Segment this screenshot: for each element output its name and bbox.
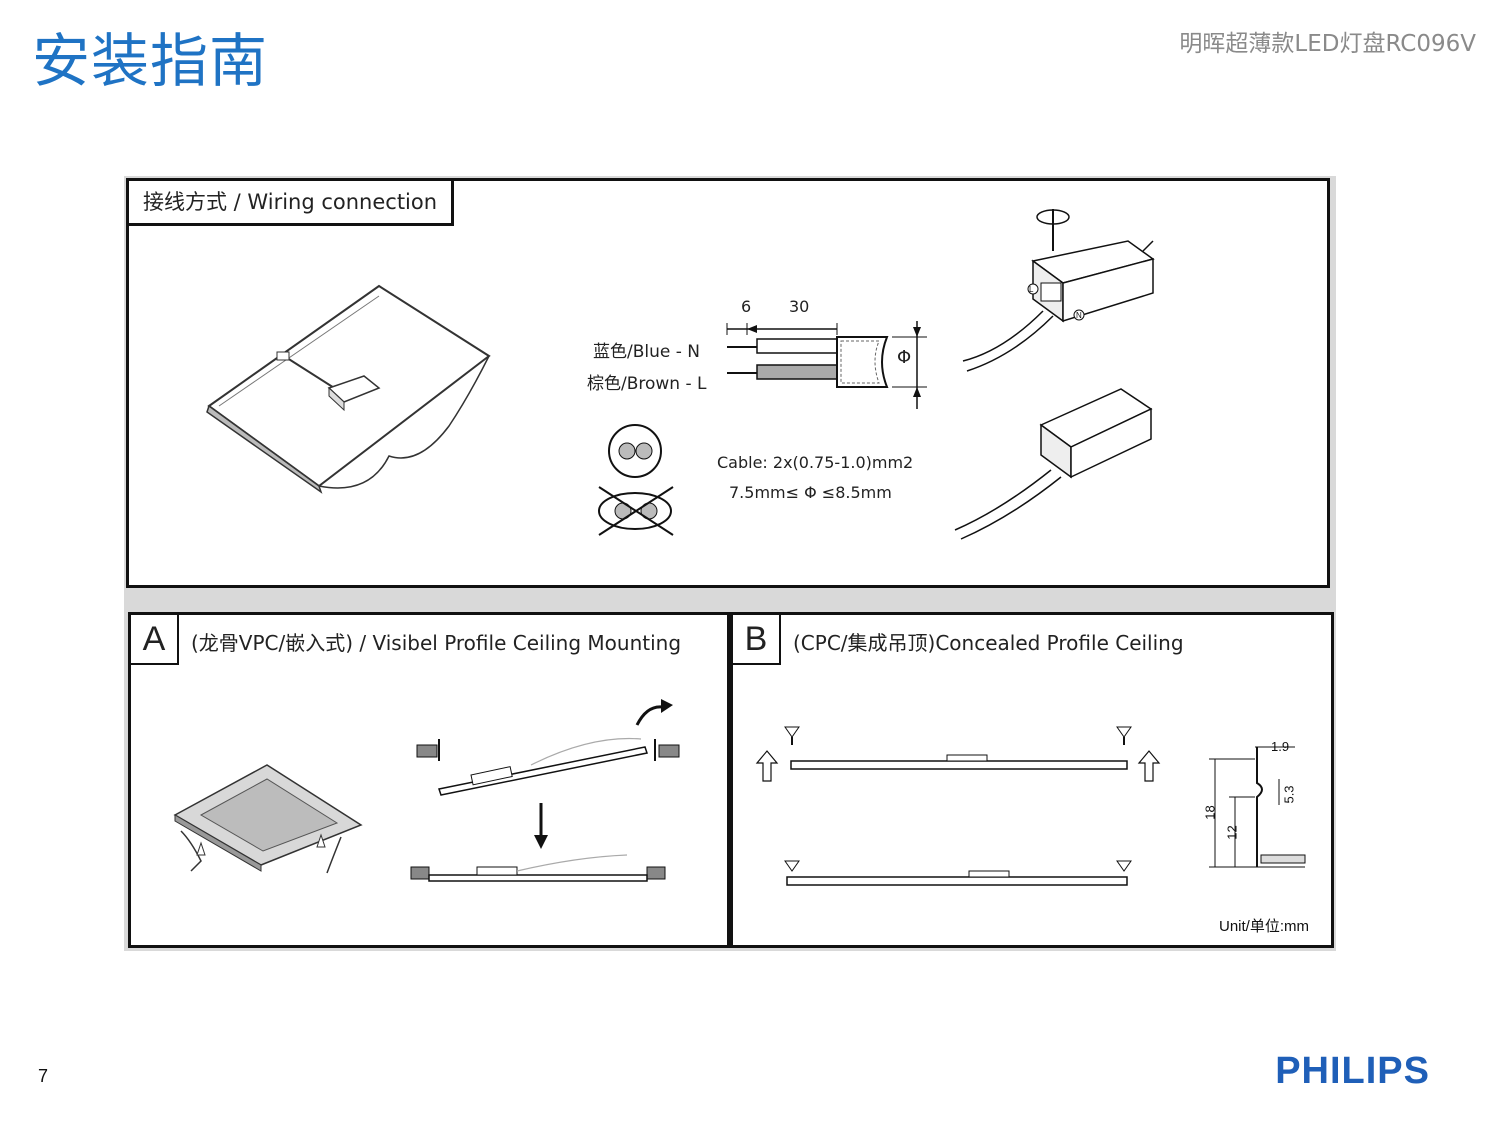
terminal-n-label: N <box>1076 311 1082 320</box>
dimension-18: 18 <box>1202 805 1218 820</box>
section-a-title: (龙骨VPC/嵌入式) / Visibel Profile Ceiling Mo… <box>191 631 682 655</box>
section-b-panel: B (CPC/集成吊顶)Concealed Profile Ceiling <box>730 612 1334 948</box>
strip-dimension: 6 <box>741 297 752 316</box>
length-dimension: 30 <box>789 297 810 316</box>
diameter-spec: 7.5mm≤ Φ ≤8.5mm <box>729 483 892 502</box>
philips-logo: PHILIPS <box>1275 1050 1430 1092</box>
dimension-12: 12 <box>1224 825 1240 840</box>
brown-wire-label: 棕色/Brown - L <box>587 374 707 394</box>
down-arrow-icon <box>534 803 548 849</box>
panel-seated-drawing <box>410 854 666 882</box>
tilt-insert-drawing <box>416 699 680 796</box>
blue-wire-label: 蓝色/Blue - N <box>593 342 701 362</box>
terminal-l-label: L <box>1029 285 1034 294</box>
cpc-top-mount-drawing <box>755 726 1161 782</box>
section-b-letter: B <box>733 615 781 665</box>
dimension-1-9: 1.9 <box>1271 739 1290 754</box>
cpc-bottom-mount-drawing <box>784 860 1132 886</box>
diameter-symbol: Φ <box>897 347 912 368</box>
unit-note: Unit/单位:mm <box>1219 918 1310 935</box>
wire-strip-diagram <box>726 321 927 409</box>
product-name: 明晖超薄款LED灯盘RC096V <box>1179 31 1476 57</box>
page-title: 安装指南 <box>32 27 269 95</box>
driver-closed-drawing <box>954 388 1153 540</box>
panel-with-driver-drawing <box>206 284 491 494</box>
cable-spec: Cable: 2x(0.75-1.0)mm2 <box>717 453 914 472</box>
hands-lifting-panel-drawing <box>173 764 363 874</box>
cable-cross-section-icons <box>598 424 674 536</box>
wiring-panel: 接线方式 / Wiring connection <box>126 178 1330 588</box>
profile-section-drawing <box>1209 746 1306 868</box>
section-a-panel: A (龙骨VPC/嵌入式) / Visibel Profile Ceiling … <box>128 612 730 948</box>
section-b-title: (CPC/集成吊顶)Concealed Profile Ceiling <box>793 631 1184 655</box>
section-a-letter: A <box>131 615 179 665</box>
wiring-title: 接线方式 / Wiring connection <box>129 181 455 226</box>
dimension-5-3: 5.3 <box>1281 785 1297 804</box>
installation-figure: 接线方式 / Wiring connection <box>124 176 1336 951</box>
page-number: 7 <box>38 1066 49 1086</box>
driver-terminal-drawing <box>962 209 1155 372</box>
